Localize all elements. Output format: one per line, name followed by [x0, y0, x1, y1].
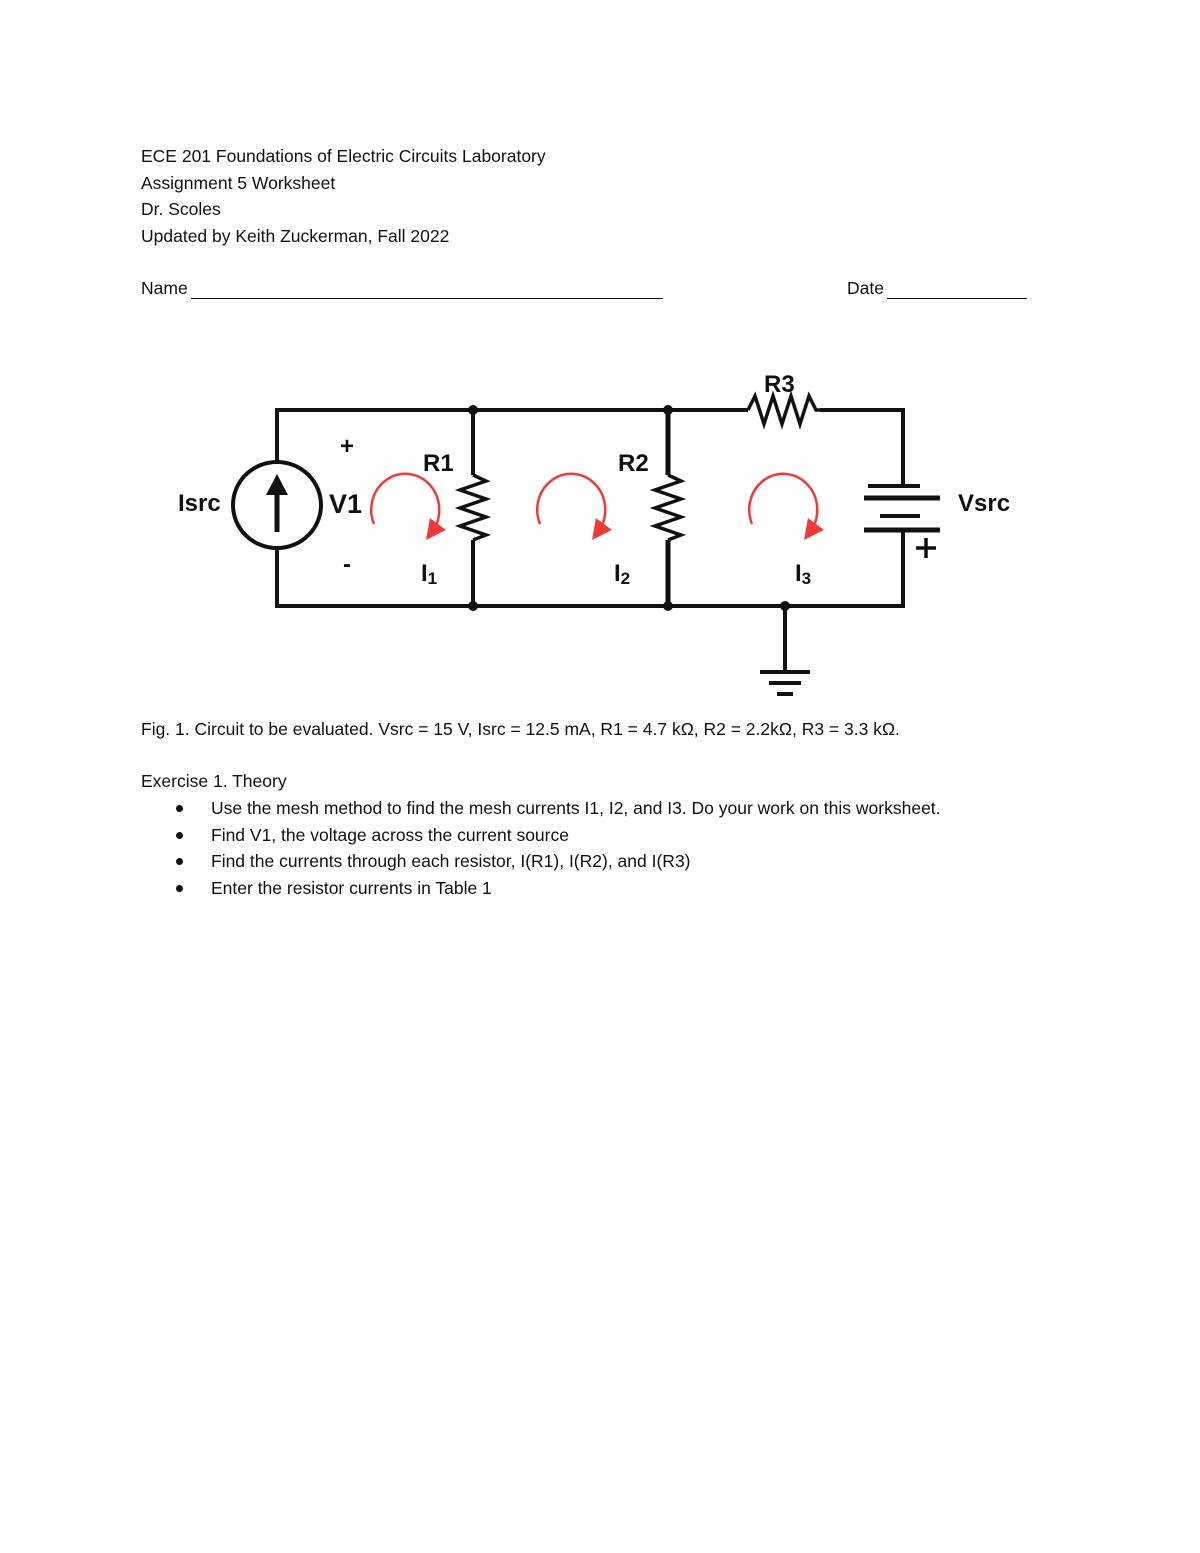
label-vsrc: Vsrc	[958, 490, 1010, 517]
resistor-r2	[649, 473, 687, 542]
instructor: Dr. Scoles	[141, 199, 221, 219]
current-source	[231, 460, 323, 550]
assignment-title: Assignment 5 Worksheet	[141, 173, 336, 193]
wires	[275, 408, 905, 672]
circuit-diagram: Isrc V1 + - R1 R2 R3 Vsrc I1 I2 I3	[178, 371, 1010, 696]
date-blank[interactable]	[886, 280, 1027, 299]
label-v1: V1	[329, 489, 362, 519]
date-field[interactable]: Date	[847, 277, 1027, 299]
exercise-title: Exercise 1. Theory	[141, 771, 287, 791]
mesh-arrow-i1	[369, 472, 446, 541]
list-item: Find V1, the voltage across the current …	[141, 822, 941, 849]
list-item: Find the currents through each resistor,…	[141, 848, 941, 875]
label-i1: I1	[421, 560, 437, 588]
exercise-list: Use the mesh method to find the mesh cur…	[141, 795, 941, 901]
battery-vsrc	[864, 484, 940, 558]
label-plus: +	[340, 433, 354, 460]
label-r3: R3	[764, 371, 795, 398]
date-label: Date	[847, 278, 884, 298]
list-item: Use the mesh method to find the mesh cur…	[141, 795, 941, 822]
label-r2: R2	[618, 450, 649, 477]
list-item: Enter the resistor currents in Table 1	[141, 875, 941, 902]
label-i3: I3	[795, 560, 811, 588]
label-r1: R1	[423, 450, 454, 477]
mesh-arrow-i2	[535, 472, 612, 541]
course-title: ECE 201 Foundations of Electric Circuits…	[141, 146, 546, 166]
updated-by: Updated by Keith Zuckerman, Fall 2022	[141, 226, 450, 246]
nodes	[468, 405, 790, 611]
mesh-arrow-i3	[747, 472, 824, 541]
resistor-r1	[454, 473, 492, 542]
label-isrc: Isrc	[178, 490, 221, 517]
ground-icon	[760, 670, 810, 696]
resistor-r3	[746, 390, 820, 430]
name-field[interactable]: Name	[141, 277, 663, 299]
name-label: Name	[141, 278, 188, 298]
label-minus: -	[343, 551, 351, 578]
name-blank[interactable]	[190, 280, 663, 299]
label-i2: I2	[614, 560, 630, 588]
figure-caption: Fig. 1. Circuit to be evaluated. Vsrc = …	[141, 719, 900, 739]
